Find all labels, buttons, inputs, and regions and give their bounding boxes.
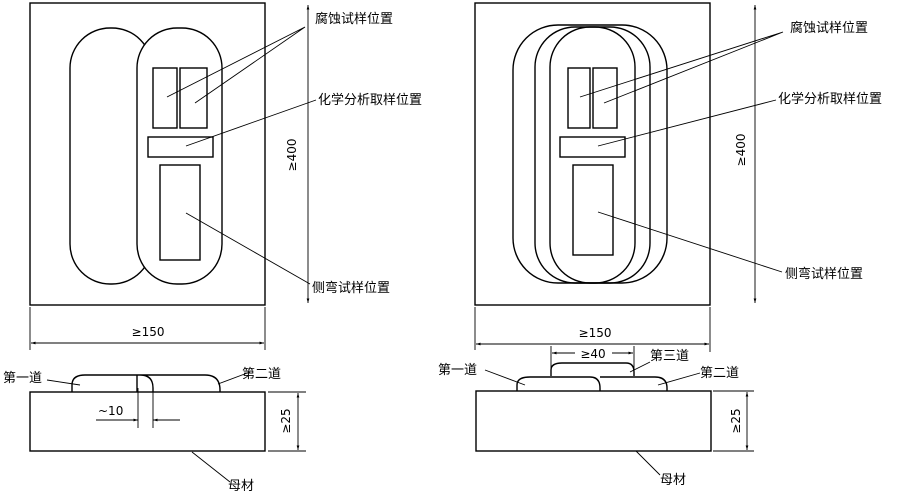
right-corrosion-specimen-1 xyxy=(567,67,591,129)
left-pass1-label: 第一道 xyxy=(3,371,42,386)
left-corrosion-label: 腐蚀试样位置 xyxy=(315,12,393,27)
left-base-metal xyxy=(29,391,266,452)
left-chem-specimen xyxy=(147,136,214,158)
left-pass2-label: 第二道 xyxy=(242,367,281,382)
right-bead-outer xyxy=(512,24,668,284)
right-bead-mid xyxy=(534,26,651,284)
right-pass2-label: 第二道 xyxy=(700,366,739,381)
right-corrosion-specimen-2 xyxy=(592,67,618,129)
right-bend-label: 侧弯试样位置 xyxy=(785,266,863,282)
right-pass3-label: 第三道 xyxy=(650,349,689,364)
right-section-view: ≥40 ≥25 第一道 第三道 第二道 母材 xyxy=(438,346,754,488)
left-width-dim: ≥150 xyxy=(132,325,165,339)
right-base-label: 母材 xyxy=(660,473,686,488)
right-chem-specimen xyxy=(559,136,626,158)
left-section-view: ~10 ≥25 第一道 第二道 母材 xyxy=(3,367,306,493)
right-pass3-width-dim: ≥40 xyxy=(580,347,605,361)
left-spacing-dim: ~10 xyxy=(98,404,123,418)
left-thickness-dim: ≥25 xyxy=(279,408,293,433)
right-plan-view: 腐蚀试样位置 化学分析取样位置 侧弯试样位置 ≥400 ≥150 xyxy=(474,2,882,352)
right-bend-specimen xyxy=(572,164,614,256)
right-plate xyxy=(474,2,711,306)
right-corrosion-label: 腐蚀试样位置 xyxy=(790,21,868,36)
left-bead-2 xyxy=(136,27,223,285)
left-corrosion-specimen-1 xyxy=(152,67,178,129)
left-plate xyxy=(29,2,266,306)
left-bend-specimen xyxy=(159,164,201,261)
left-bend-label: 侧弯试样位置 xyxy=(312,280,390,296)
right-pass1-label: 第一道 xyxy=(438,363,477,378)
left-height-dim: ≥400 xyxy=(285,139,299,172)
left-chem-label: 化学分析取样位置 xyxy=(318,92,422,108)
right-base-metal xyxy=(475,390,712,452)
left-plan-view: 腐蚀试样位置 化学分析取样位置 侧弯试样位置 ≥400 ≥150 xyxy=(29,2,422,350)
right-chem-label: 化学分析取样位置 xyxy=(778,91,882,107)
right-width-dim: ≥150 xyxy=(579,326,612,340)
left-base-label: 母材 xyxy=(228,479,254,493)
right-height-dim: ≥400 xyxy=(734,134,748,167)
left-corrosion-specimen-2 xyxy=(179,67,208,129)
right-thickness-dim: ≥25 xyxy=(729,408,743,433)
right-bead-center xyxy=(549,26,636,284)
